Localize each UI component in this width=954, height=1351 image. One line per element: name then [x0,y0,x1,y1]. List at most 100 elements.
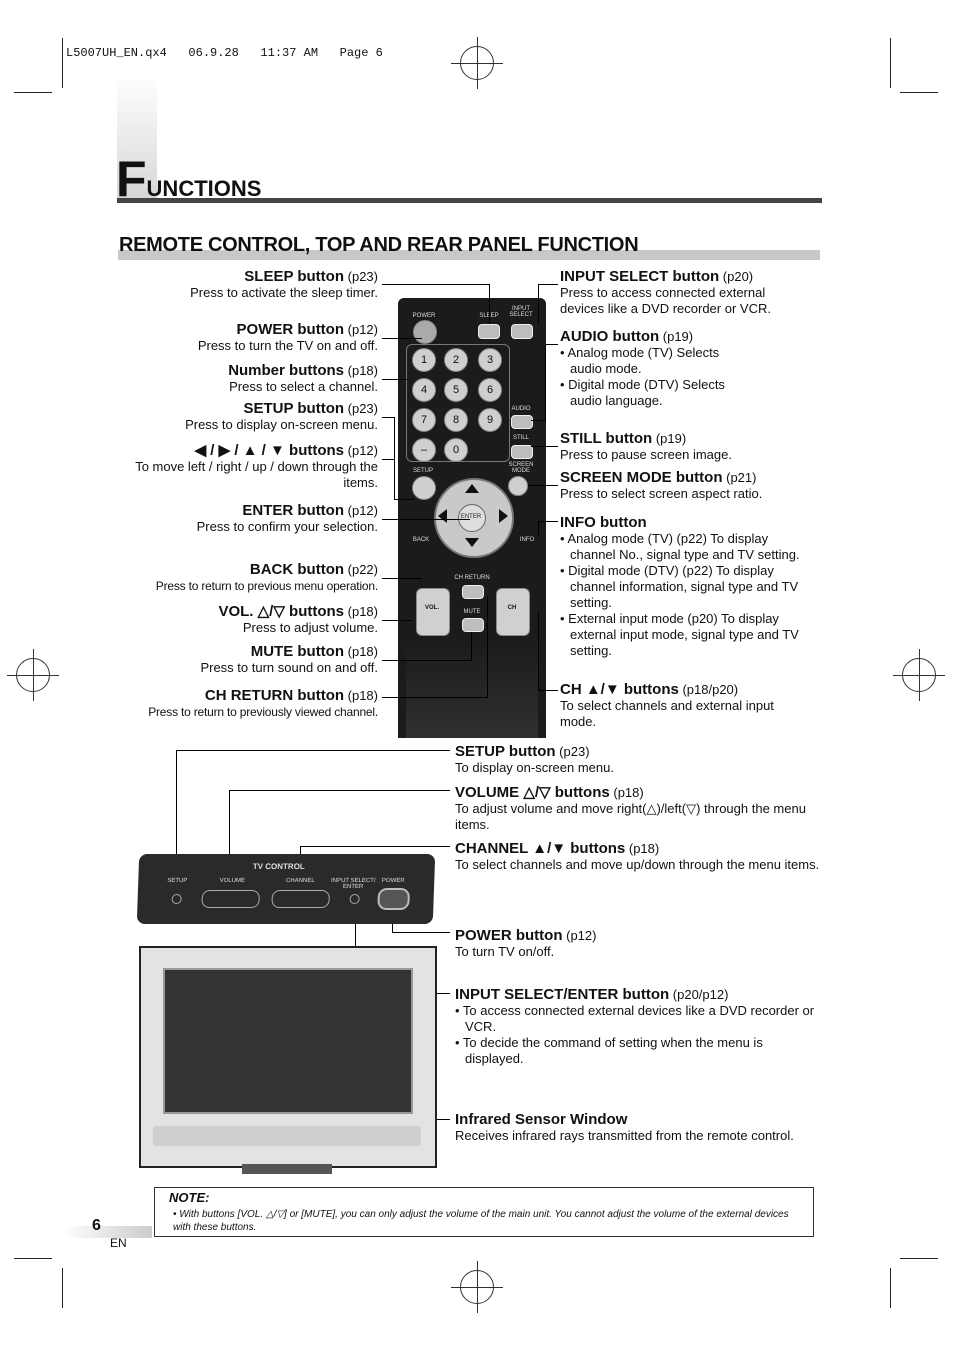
still-button[interactable] [511,445,533,459]
bullet: • Digital mode (DTV) Selects audio langu… [560,377,725,408]
infrared-sensor-window [153,1126,421,1146]
digit-button[interactable]: 8 [444,408,468,432]
panel-callout-setup: SETUP button (p23)To display on-screen m… [455,744,815,776]
callout-desc: Press to return to previous menu operati… [155,579,378,593]
callout-ref: (p23) [347,269,378,284]
callout-name: VOL. △/▽ buttons [218,603,345,620]
callout-power: POWER button (p12)Press to turn the TV o… [198,322,378,354]
callout-ref: (p19) [655,431,687,446]
power-button[interactable] [413,320,437,344]
callout-ref: (p12) [347,322,378,337]
crop-mark [14,1258,52,1259]
panel-input-select-button[interactable] [349,894,360,904]
leader-line [487,596,488,698]
panel-volume-rocker[interactable] [201,890,260,908]
callout-ref: (p23) [347,401,378,416]
digit-button[interactable]: 9 [478,408,502,432]
arrow-right-icon[interactable] [499,509,508,523]
digit-button[interactable]: 6 [478,378,502,402]
leader-line [394,499,414,500]
mute-button[interactable] [462,618,484,632]
arrow-down-icon[interactable] [465,538,479,547]
registration-mark-icon [893,649,945,701]
leader-line [471,632,472,661]
input-select-button[interactable] [511,324,533,339]
crop-mark [890,1268,891,1308]
bullet: • Analog mode (TV) Selects audio mode. [560,345,720,376]
leader-line [489,284,490,324]
leader-line [382,379,408,380]
registration-mark-icon [7,649,59,701]
callout-name: CHANNEL ▲/▼ buttons [455,840,626,857]
enter-button[interactable] [458,504,486,532]
leader-line [382,660,472,661]
callout-still: STILL button (p19)Press to pause screen … [560,431,810,463]
tv-control-panel: TV CONTROL SETUP VOLUME CHANNEL INPUT SE… [136,854,436,924]
power-label: POWER [412,313,436,319]
crop-mark [900,92,938,93]
digit-button[interactable]: 3 [478,348,502,372]
leader-line [538,521,558,522]
callout-number: Number buttons (p18)Press to select a ch… [228,363,378,395]
callout-mute: MUTE button (p18)Press to turn sound on … [200,644,378,676]
tv-stand [242,1164,332,1174]
callout-enter: ENTER button (p12)Press to confirm your … [197,503,378,535]
section-bar [118,250,820,260]
digit-button[interactable]: – [412,438,436,462]
sleep-button[interactable] [478,324,500,339]
callout-desc: Press to confirm your selection. [196,519,378,534]
bullet: • To decide the command of setting when … [455,1035,763,1066]
section-title: REMOTE CONTROL, TOP AND REAR PANEL FUNCT… [119,234,639,256]
callout-desc: Press to turn the TV on and off. [197,338,378,353]
leader-line [538,284,539,324]
panel-power-label: POWER [381,878,405,884]
callout-ref: (p21) [726,470,757,485]
vol-rocker[interactable] [416,588,450,636]
callout-name: SLEEP button [244,268,345,285]
callout-name: BACK button [249,561,345,578]
panel-channel-label: CHANNEL [285,878,315,884]
screen-mode-button[interactable] [508,476,528,496]
page-title: FUNCTIONS [116,150,261,208]
callout-desc: Press to access connected external devic… [560,285,771,316]
callout-desc: To move left / right / up / down through… [135,459,378,490]
crop-mark [14,92,52,93]
panel-setup-button[interactable] [171,894,182,904]
callout-name: Infrared Sensor Window [455,1111,628,1128]
ch-return-button[interactable] [462,585,484,599]
digit-button[interactable]: 1 [412,348,436,372]
tv-control-label: TV CONTROL [252,862,305,871]
setup-button[interactable] [412,476,436,500]
callout-desc: Press to activate the sleep timer. [190,285,378,300]
screen-mode-label: SCREEN MODE [508,462,534,474]
ch-rocker[interactable] [496,588,530,636]
leader-line [531,446,558,447]
leader-line [176,750,450,751]
audio-button[interactable] [511,415,533,429]
arrow-up-icon[interactable] [465,484,479,493]
digit-button[interactable]: 2 [444,348,468,372]
digit-button[interactable]: 5 [444,378,468,402]
callout-arrows: ◀ / ▶ / ▲ / ▼ buttons (p12)To move left … [118,443,378,491]
input-select-label: INPUT SELECT [509,306,533,318]
leader-line [300,846,450,847]
callout-name: CH ▲/▼ buttons [560,681,679,698]
panel-setup-label: SETUP [167,878,188,884]
digit-button[interactable]: 7 [412,408,436,432]
leader-line [545,344,558,345]
callout-name: POWER button [455,927,563,944]
panel-power-button[interactable] [377,888,411,910]
arrow-left-icon[interactable] [438,509,447,523]
callout-desc: To select channels and move up/down thro… [455,857,820,872]
callout-name: Number buttons [228,362,345,379]
leader-line [382,620,412,621]
bullet: • Analog mode (TV) (p22) To display chan… [560,531,800,562]
crop-mark [890,38,891,88]
callout-ref: (p23) [559,744,590,759]
digit-button[interactable]: 4 [412,378,436,402]
mute-label: MUTE [463,609,481,615]
panel-channel-rocker[interactable] [271,890,330,908]
digit-button[interactable]: 0 [444,438,468,462]
language-code: EN [110,1236,127,1250]
